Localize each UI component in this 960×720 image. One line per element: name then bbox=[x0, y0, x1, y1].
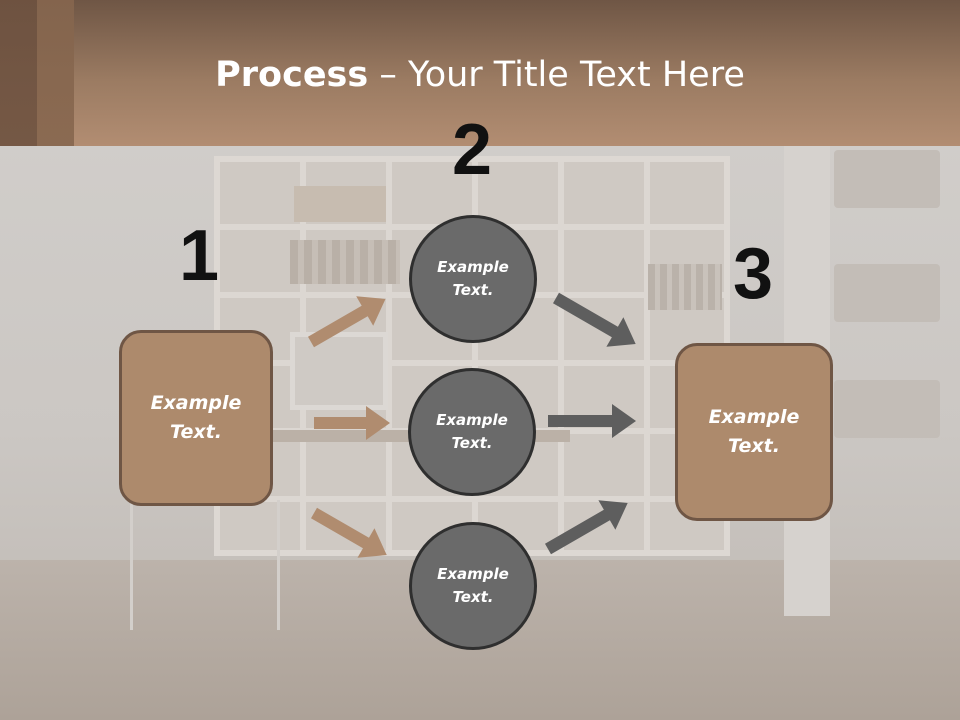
title-rest: – Your Title Text Here bbox=[368, 55, 745, 95]
circle-text-line2: Text. bbox=[452, 281, 494, 299]
circle-text-line1: Example bbox=[436, 411, 508, 429]
step1-text-line1: Example bbox=[150, 392, 242, 414]
arrow-to-bottom-circle bbox=[311, 507, 387, 558]
books bbox=[648, 264, 722, 310]
slide-title: Process – Your Title Text Here bbox=[0, 52, 960, 98]
title-bold: Process bbox=[215, 55, 369, 95]
step-number-2: 2 bbox=[451, 110, 493, 190]
arrow-from-middle-circle bbox=[548, 404, 636, 438]
storage-box bbox=[340, 186, 386, 222]
circle-text-line2: Text. bbox=[451, 434, 493, 452]
arrow-from-bottom-circle bbox=[545, 500, 628, 555]
circle-text-line1: Example bbox=[437, 258, 509, 276]
arrow-to-top-circle bbox=[308, 296, 386, 348]
circle-text-line1: Example bbox=[437, 565, 509, 583]
storage-box bbox=[294, 186, 340, 222]
arrow-to-middle-circle bbox=[314, 406, 390, 440]
header-accent-strip bbox=[0, 0, 74, 146]
books bbox=[290, 240, 400, 284]
step1-box[interactable]: Example Text. bbox=[119, 330, 273, 506]
step2-circle-bottom[interactable]: Example Text. bbox=[409, 522, 537, 650]
step1-text-line2: Text. bbox=[170, 421, 222, 443]
arrow-from-top-circle bbox=[553, 292, 636, 347]
window bbox=[834, 264, 940, 322]
window bbox=[834, 150, 940, 208]
step-number-1: 1 bbox=[178, 216, 220, 296]
step3-text-line1: Example bbox=[708, 406, 800, 428]
header-band: Process – Your Title Text Here bbox=[0, 0, 960, 146]
step3-box[interactable]: Example Text. bbox=[675, 343, 833, 521]
monitor bbox=[290, 332, 388, 410]
window bbox=[834, 380, 940, 438]
chair bbox=[130, 500, 280, 630]
step2-circle-top[interactable]: Example Text. bbox=[409, 215, 537, 343]
step-number-3: 3 bbox=[732, 234, 774, 314]
step3-text-line2: Text. bbox=[728, 435, 780, 457]
step2-circle-middle[interactable]: Example Text. bbox=[408, 368, 536, 496]
circle-text-line2: Text. bbox=[452, 588, 494, 606]
